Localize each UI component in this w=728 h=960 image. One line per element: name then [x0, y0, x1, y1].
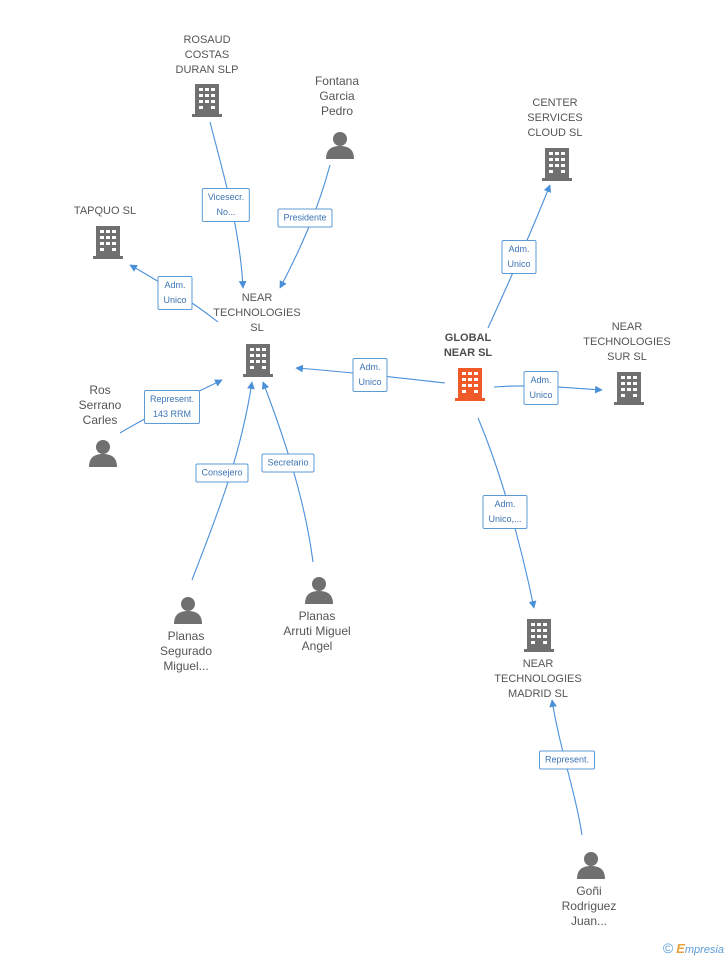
node-label-ros-serrano[interactable]: Ros Serrano Carles	[78, 383, 122, 427]
relation-adm-center[interactable]: Adm. Unico	[501, 240, 537, 274]
building-icon[interactable]	[614, 370, 644, 406]
building-icon[interactable]	[243, 342, 273, 378]
relation-adm-near[interactable]: Adm. Unico	[352, 358, 388, 392]
edge-fontana-near	[279, 164, 331, 289]
relation-represent-143[interactable]: Represent. 143 RRM	[143, 390, 201, 424]
node-label-planas-segurado[interactable]: Planas Segurado Miguel...	[159, 629, 213, 673]
relation-adm-tapquo[interactable]: Adm. Unico	[157, 276, 193, 310]
relation-presidente[interactable]: Presidente	[277, 208, 333, 228]
edge-planas-segurado-near	[191, 381, 255, 581]
person-icon[interactable]	[173, 595, 203, 625]
person-icon[interactable]	[304, 575, 334, 605]
node-label-planas-arruti[interactable]: Planas Arruti Miguel Angel	[283, 609, 351, 653]
building-icon[interactable]	[93, 224, 123, 260]
node-label-tapquo[interactable]: TAPQUO SL	[73, 205, 137, 217]
relation-secretario[interactable]: Secretario	[261, 453, 315, 473]
building-icon[interactable]	[192, 82, 222, 118]
node-label-near-technologies[interactable]: NEAR TECHNOLOGIES SL	[213, 292, 301, 334]
relation-consejero[interactable]: Consejero	[195, 463, 249, 483]
relation-vicesecr[interactable]: Vicesecr. No...	[201, 188, 251, 222]
brand-logo-text: mpresia	[684, 944, 724, 956]
building-icon[interactable]	[455, 366, 485, 402]
node-label-near-madrid[interactable]: NEAR TECHNOLOGIES MADRID SL	[494, 658, 582, 700]
relation-adm-sur[interactable]: Adm. Unico	[523, 371, 559, 405]
person-icon[interactable]	[325, 130, 355, 160]
node-label-goni[interactable]: Goñi Rodriguez Juan...	[561, 884, 617, 928]
building-icon[interactable]	[524, 617, 554, 653]
person-icon[interactable]	[88, 438, 118, 468]
copyright-icon: ©	[662, 940, 674, 956]
node-label-near-sur[interactable]: NEAR TECHNOLOGIES SUR SL	[583, 321, 671, 363]
relation-represent-goni[interactable]: Represent.	[538, 750, 596, 770]
node-label-fontana[interactable]: Fontana Garcia Pedro	[314, 74, 360, 118]
node-label-rosaud[interactable]: ROSAUD COSTAS DURAN SLP	[175, 34, 239, 76]
building-icon[interactable]	[542, 146, 572, 182]
node-label-center-services[interactable]: CENTER SERVICES CLOUD SL	[527, 97, 583, 139]
relation-adm-madrid[interactable]: Adm. Unico,...	[482, 495, 528, 529]
brand-footer[interactable]: © Empresia	[663, 940, 724, 956]
node-label-global-near[interactable]: GLOBAL NEAR SL	[443, 332, 493, 359]
brand-logo-initial: E	[676, 941, 685, 956]
person-icon[interactable]	[576, 850, 606, 880]
